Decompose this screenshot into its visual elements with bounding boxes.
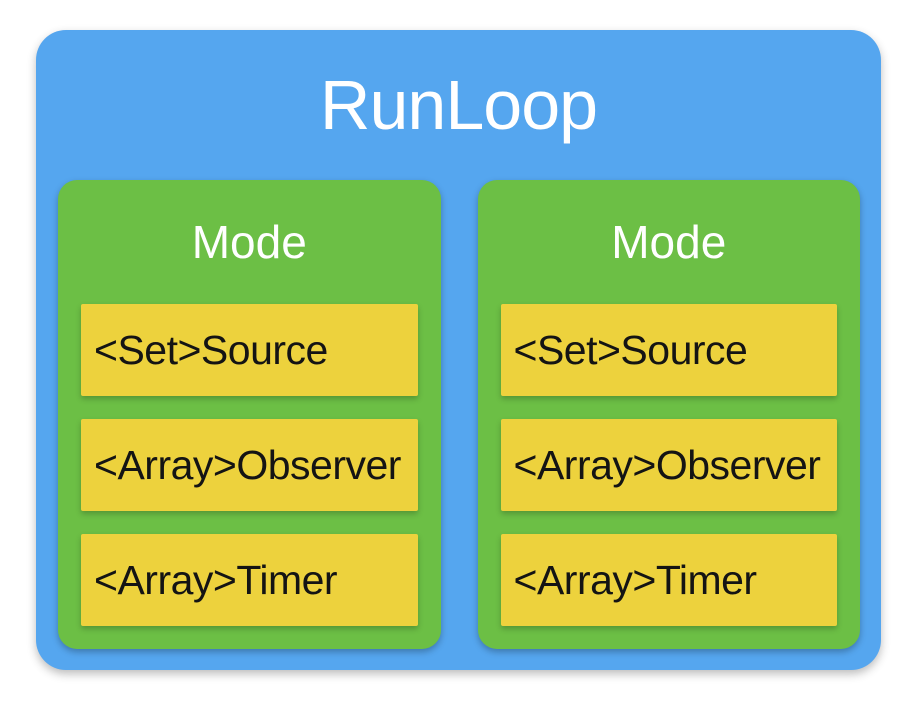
- modes-row: Mode <Set>Source <Array>Observer <Array>…: [58, 180, 860, 649]
- mode-item-timer: <Array>Timer: [81, 534, 418, 626]
- mode-item-observer: <Array>Observer: [81, 419, 418, 511]
- mode-item-observer: <Array>Observer: [500, 419, 837, 511]
- mode-items: <Set>Source <Array>Observer <Array>Timer: [58, 304, 441, 626]
- mode-box-right: Mode <Set>Source <Array>Observer <Array>…: [477, 180, 861, 649]
- mode-item-source: <Set>Source: [500, 304, 837, 396]
- runloop-title: RunLoop: [319, 66, 598, 144]
- mode-item-timer: <Array>Timer: [500, 534, 837, 626]
- runloop-container: RunLoop Mode <Set>Source <Array>Observer…: [36, 30, 881, 670]
- mode-item-source: <Set>Source: [81, 304, 418, 396]
- mode-title: Mode: [611, 216, 727, 268]
- mode-box-left: Mode <Set>Source <Array>Observer <Array>…: [58, 180, 441, 649]
- mode-items: <Set>Source <Array>Observer <Array>Timer: [478, 304, 861, 626]
- mode-title: Mode: [191, 216, 307, 268]
